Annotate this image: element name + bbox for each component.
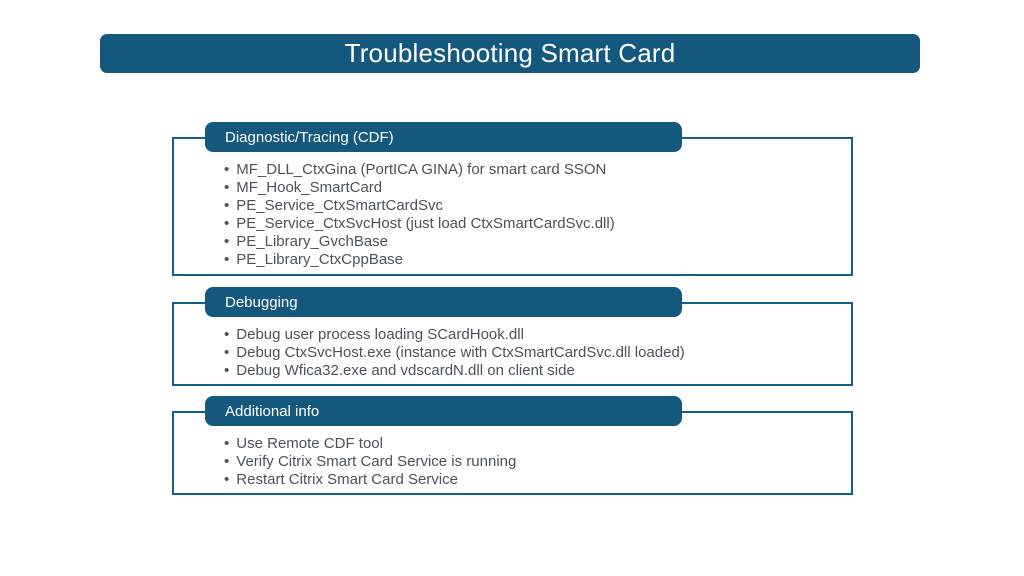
bullet-item: Use Remote CDF tool	[224, 435, 843, 453]
section-header-label: Additional info	[225, 402, 320, 420]
slide-title-bar: Troubleshooting Smart Card	[100, 34, 920, 73]
section-header-label: Debugging	[225, 293, 298, 311]
bullet-item: Verify Citrix Smart Card Service is runn…	[224, 453, 843, 471]
section-body: Debug user process loading SCardHook.dll…	[224, 326, 843, 380]
bullet-item: Debug CtxSvcHost.exe (instance with CtxS…	[224, 344, 843, 362]
slide-title: Troubleshooting Smart Card	[344, 38, 676, 68]
bullet-list: Debug user process loading SCardHook.dll…	[224, 326, 843, 380]
section-header-tab: Diagnostic/Tracing (CDF)	[205, 122, 682, 152]
bullet-list: Use Remote CDF tool Verify Citrix Smart …	[224, 435, 843, 489]
bullet-item: MF_Hook_SmartCard	[224, 179, 843, 197]
section-debugging: Debugging Debug user process loading SCa…	[172, 287, 853, 386]
section-body: MF_DLL_CtxGina (PortICA GINA) for smart …	[224, 161, 843, 269]
section-diagnostic-tracing: Diagnostic/Tracing (CDF) MF_DLL_CtxGina …	[172, 122, 853, 276]
bullet-item: Debug user process loading SCardHook.dll	[224, 326, 843, 344]
section-header-tab: Debugging	[205, 287, 682, 317]
section-header-label: Diagnostic/Tracing (CDF)	[225, 128, 394, 146]
section-additional-info: Additional info Use Remote CDF tool Veri…	[172, 396, 853, 495]
bullet-item: Debug Wfica32.exe and vdscardN.dll on cl…	[224, 362, 843, 380]
bullet-item: PE_Library_GvchBase	[224, 233, 843, 251]
bullet-item: Restart Citrix Smart Card Service	[224, 471, 843, 489]
bullet-list: MF_DLL_CtxGina (PortICA GINA) for smart …	[224, 161, 843, 269]
section-body: Use Remote CDF tool Verify Citrix Smart …	[224, 435, 843, 489]
bullet-item: PE_Library_CtxCppBase	[224, 251, 843, 269]
bullet-item: MF_DLL_CtxGina (PortICA GINA) for smart …	[224, 161, 843, 179]
section-header-tab: Additional info	[205, 396, 682, 426]
bullet-item: PE_Service_CtxSvcHost (just load CtxSmar…	[224, 215, 843, 233]
bullet-item: PE_Service_CtxSmartCardSvc	[224, 197, 843, 215]
